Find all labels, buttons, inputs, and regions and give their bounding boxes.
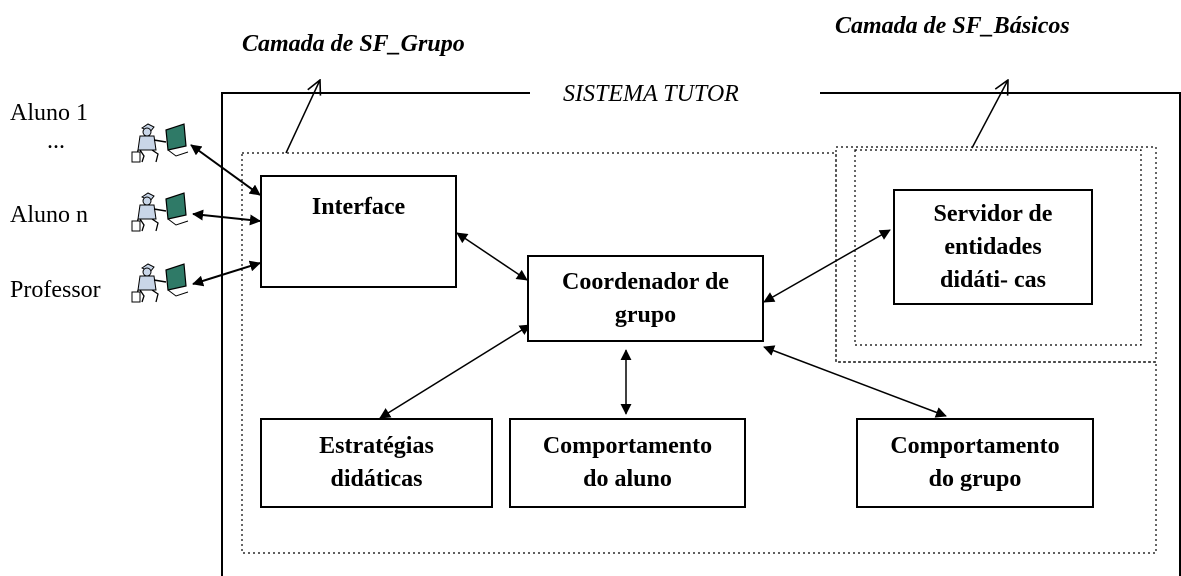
arrow-aluno1-interface [190,144,261,196]
arrow-coordinator-strategies [379,324,531,419]
arrow-interface-coordinator [456,232,528,281]
student-at-computer-icon [131,192,189,232]
group-behavior-label: Comportamento do grupo [890,433,1060,492]
basic-layer-region [835,146,1157,363]
group-layer-label: Camada de SF_Grupo [242,31,465,57]
actor-label-ellipsis: ... [47,128,65,154]
actor-label-aluno-n: Aluno n [10,202,88,228]
interface-box: Interface [260,175,457,288]
strategies-box: Estratégias didáticas [260,418,493,508]
student-behavior-box: Comportamento do aluno [509,418,746,508]
basic-layer-label: Camada de SF_Básicos [835,13,1070,39]
arrow-alunon-interface [192,209,261,226]
student-at-computer-icon [131,123,189,163]
student-behavior-label: Comportamento do aluno [542,433,713,492]
arrow-professor-interface [192,260,261,287]
interface-label: Interface [311,194,406,220]
strategies-label: Estratégias didáticas [319,433,434,492]
coordinator-box: Coordenador de grupo [527,255,764,342]
arrow-coordinator-group-behavior [763,345,947,418]
coordinator-label: Coordenador de grupo [562,268,729,328]
group-layer-pointer [285,80,320,154]
actor-label-aluno-1: Aluno 1 [10,100,88,126]
student-at-computer-icon [131,263,189,303]
arrow-coordinator-server [763,229,891,303]
actor-label-professor: Professor [10,277,101,303]
basic-layer-pointer [971,80,1008,149]
system-title: SISTEMA TUTOR [553,81,749,108]
server-label: Servidor de entidades didáti- cas [933,200,1053,293]
group-behavior-box: Comportamento do grupo [856,418,1094,508]
server-box: Servidor de entidades didáti- cas [893,189,1093,305]
